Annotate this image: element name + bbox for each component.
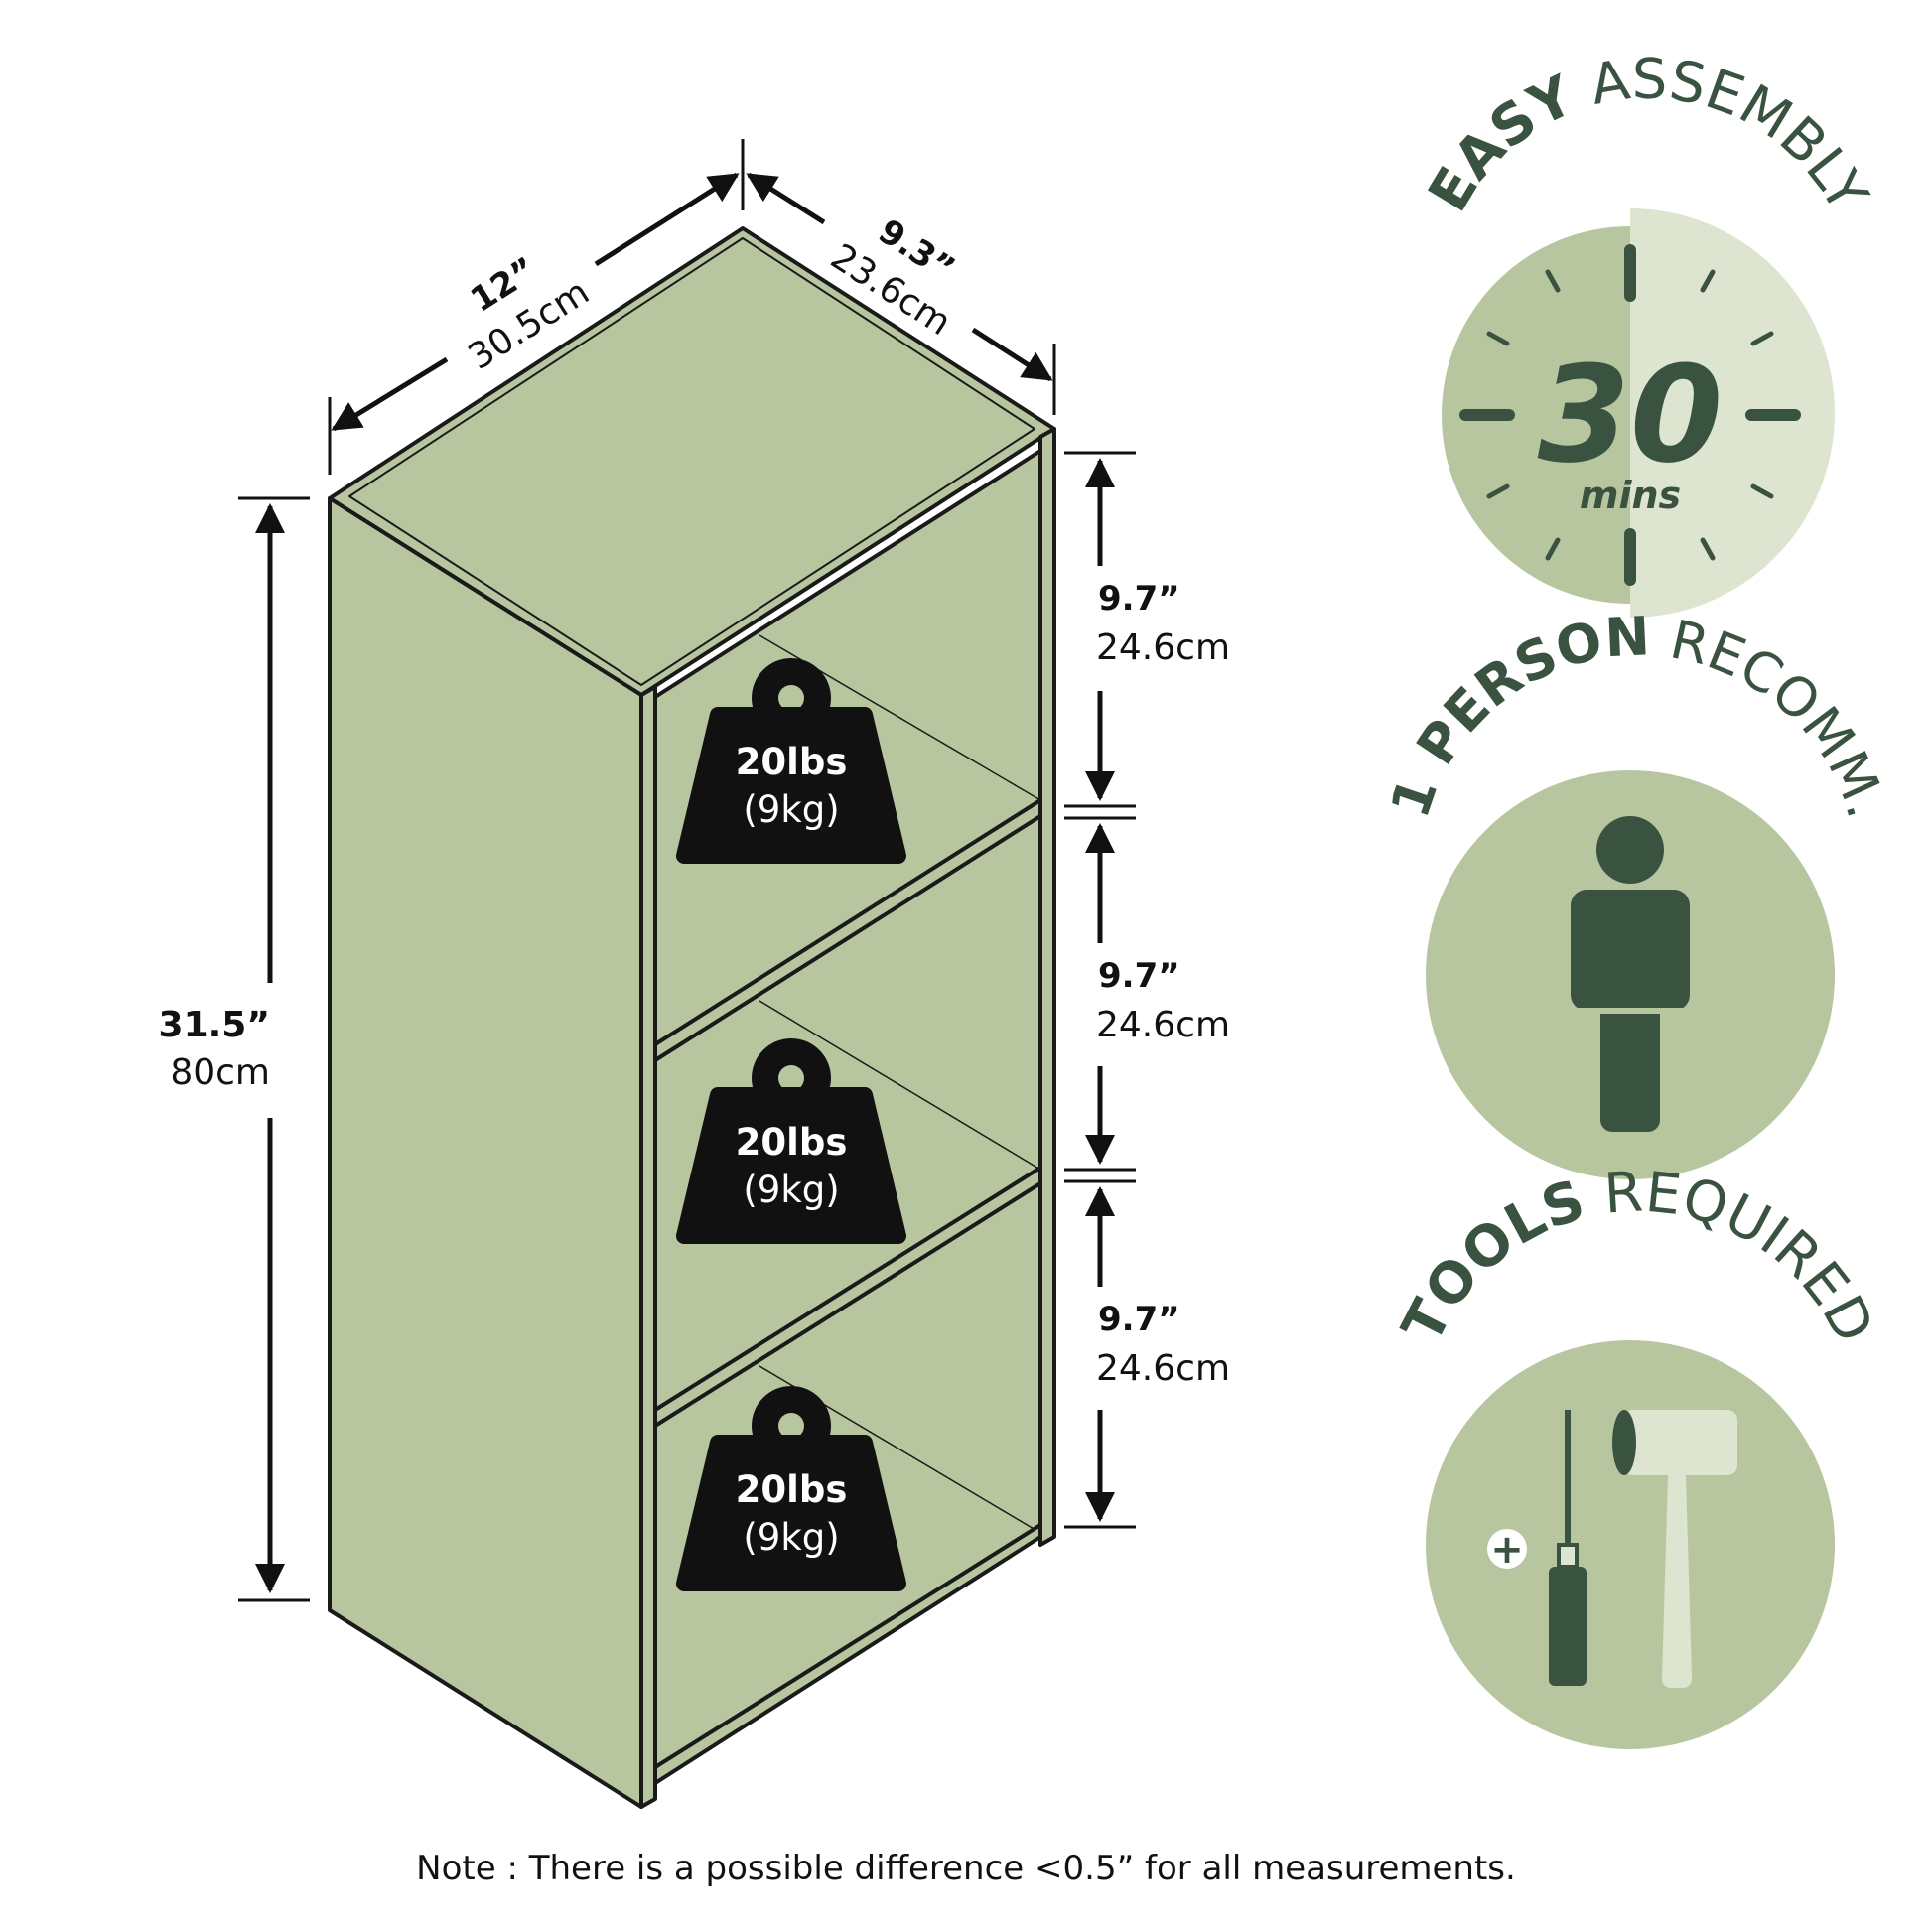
clock-ticks	[1459, 244, 1801, 586]
shelf-board-1	[653, 798, 1042, 1062]
weight-2-imperial: 20lbs	[736, 1121, 848, 1164]
weight-1: 20lbs (9kg)	[676, 658, 906, 864]
plus-sign: +	[1487, 1527, 1527, 1573]
height-imperial: 31.5”	[159, 1005, 270, 1045]
clock-elapsed-half	[1630, 208, 1835, 618]
assembly-unit: mins	[1580, 474, 1681, 517]
tools-heading-light: REQUIRED	[1579, 1160, 1886, 1353]
shelf-board-2	[653, 1166, 1042, 1428]
shelf-top-inner	[348, 237, 1035, 686]
plus-sign-text: +	[1490, 1527, 1524, 1573]
weight-3-metric: (9kg)	[743, 1516, 839, 1559]
assembly-heading-light: ASSEMBLY	[1563, 48, 1880, 223]
assembly-heading-bold: EASY	[1417, 64, 1585, 222]
person-icon	[1571, 816, 1690, 1132]
weight-3: 20lbs (9kg)	[676, 1386, 906, 1591]
weight-3-imperial: 20lbs	[736, 1468, 848, 1511]
screwdriver-icon	[1549, 1410, 1587, 1686]
tools-heading-bold: TOOLS	[1390, 1169, 1592, 1353]
shelf-left-side	[328, 496, 643, 1809]
weight-2-metric: (9kg)	[743, 1169, 839, 1211]
compartment-1-imperial: 9.7”	[1098, 579, 1180, 619]
height-metric: 80cm	[170, 1052, 270, 1093]
shelf-bottom-board	[653, 1523, 1042, 1785]
weight-1-metric: (9kg)	[743, 788, 839, 831]
weight-1-imperial: 20lbs	[736, 741, 848, 783]
shelf-front-edge	[639, 685, 657, 1809]
dimension-lines	[238, 139, 1136, 1602]
compartment-3-metric: 24.6cm	[1096, 1348, 1230, 1389]
shelf-right-edge	[1038, 427, 1056, 1547]
weight-2: 20lbs (9kg)	[676, 1038, 906, 1244]
compartment-1-metric: 24.6cm	[1096, 627, 1230, 668]
compartment-2-metric: 24.6cm	[1096, 1005, 1230, 1045]
tools-heading: TOOLS REQUIRED	[1390, 1160, 1886, 1353]
tools-circle	[1426, 1340, 1835, 1749]
badge-easy-assembly: EASY ASSEMBLY 30 mins	[1417, 48, 1880, 618]
compartment-2-imperial: 9.7”	[1098, 956, 1180, 996]
assembly-minutes: 30	[1538, 338, 1723, 492]
measurement-note: Note : There is a possible difference <0…	[416, 1849, 1516, 1888]
badge-one-person: 1 PERSON RECOMM.	[1378, 605, 1898, 1179]
mallet-icon	[1612, 1410, 1737, 1688]
badge-tools-required: TOOLS REQUIRED +	[1390, 1160, 1886, 1749]
compartment-3-imperial: 9.7”	[1098, 1300, 1180, 1339]
assembly-heading: EASY ASSEMBLY	[1417, 48, 1880, 223]
